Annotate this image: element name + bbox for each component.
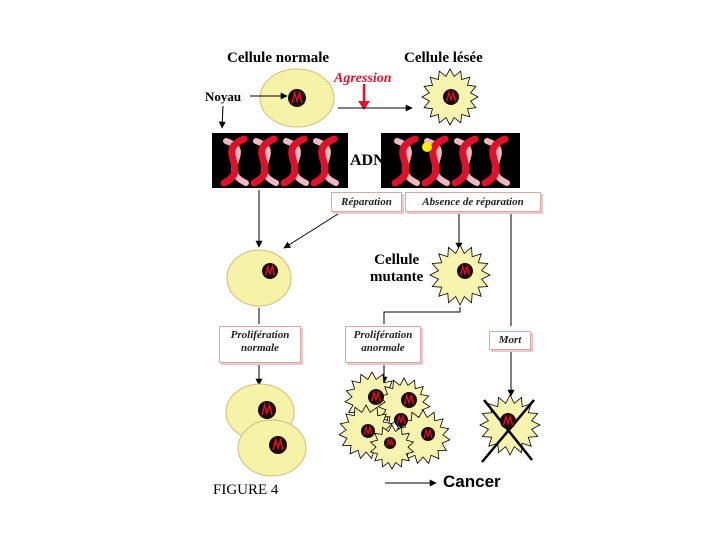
box-proliferation-anormale: Prolifération anormale xyxy=(345,326,421,363)
label-agression: Agression xyxy=(334,71,392,86)
nucleus-cancer-2 xyxy=(401,392,417,408)
dead-cell-cross-2 xyxy=(481,399,535,463)
label-proliferation-anormale-line2: anormale xyxy=(361,342,405,354)
label-cellule-normale: Cellule normale xyxy=(227,50,330,66)
nucleus-dead xyxy=(500,413,516,429)
nucleus-body xyxy=(361,424,375,438)
dna-strand-red xyxy=(481,135,509,187)
dna-panel-normal xyxy=(212,133,348,188)
dna-lesion-spot xyxy=(422,142,432,152)
nucleus-normal-middle xyxy=(262,263,278,279)
dna-panel-damaged xyxy=(381,133,520,188)
dna-strand-red xyxy=(421,135,449,187)
dna-strand-red xyxy=(220,135,248,187)
box-reparation: Réparation xyxy=(331,192,402,212)
label-adn: ADN xyxy=(350,152,385,169)
chromosome-glyph xyxy=(445,90,457,102)
nucleus-body xyxy=(262,263,278,279)
nucleus-body xyxy=(394,413,408,427)
chromosome-glyph xyxy=(403,393,415,405)
label-cellule-mutante-line1: Cellule xyxy=(374,252,420,268)
dna-strand-red xyxy=(310,135,338,187)
nucleus-cancer-1 xyxy=(368,389,384,405)
normal-cell-middle xyxy=(226,249,292,307)
label-noyau: Noyau xyxy=(205,89,242,104)
nucleus-body xyxy=(500,413,516,429)
label-cellule-mutante: Cellule mutante xyxy=(370,252,423,286)
chromosome-glyph xyxy=(396,413,406,425)
label-proliferation-anormale-line1: Prolifération xyxy=(353,329,413,341)
nucleus-body xyxy=(269,436,287,454)
dna-strand-red xyxy=(250,135,278,187)
nucleus-cancer-6 xyxy=(384,437,396,449)
nucleus-cancer-3 xyxy=(394,413,408,427)
label-reparation: Réparation xyxy=(341,196,392,208)
label-cellule-lesee: Cellule lésée xyxy=(404,50,483,66)
label-proliferation-normale-line1: Prolifération xyxy=(230,329,290,341)
nucleus-body xyxy=(421,427,435,441)
box-absence-reparation: Absence de réparation xyxy=(405,192,541,212)
nucleus-body xyxy=(258,401,276,419)
chromosome-glyph xyxy=(291,90,303,104)
chromosome-glyph xyxy=(502,414,514,426)
nucleus-damaged xyxy=(443,89,459,105)
label-mort: Mort xyxy=(498,334,522,346)
nucleus-body xyxy=(288,89,306,107)
box-mort: Mort xyxy=(489,331,531,350)
label-cellule-mutante-line2: mutante xyxy=(370,269,424,285)
dna-strand-red xyxy=(451,135,479,187)
chromosome-glyph xyxy=(272,437,284,451)
nucleus-body xyxy=(443,89,459,105)
nucleus-daughter-1 xyxy=(258,401,276,419)
chromosome-glyph xyxy=(370,390,382,402)
dna-strand-red xyxy=(280,135,308,187)
nucleus-cancer-4 xyxy=(361,424,375,438)
chromosome-glyph xyxy=(264,264,276,276)
nucleus-normal-top xyxy=(288,89,306,107)
chromosome-glyph xyxy=(386,437,394,447)
dna-strand-red xyxy=(391,135,419,187)
nucleus-body xyxy=(368,389,384,405)
nucleus-body xyxy=(457,263,473,279)
mutant-to-proliferation-line xyxy=(383,307,461,324)
chromosome-glyph xyxy=(261,402,273,416)
label-absence-reparation: Absence de réparation xyxy=(422,196,524,208)
noyau-to-dna-arrow xyxy=(218,105,226,129)
label-figure: FIGURE 4 xyxy=(213,482,279,498)
nucleus-daughter-2 xyxy=(269,436,287,454)
label-cancer: Cancer xyxy=(443,472,501,491)
chromosome-glyph xyxy=(459,264,471,276)
nucleus-body xyxy=(401,392,417,408)
reparation-arrow xyxy=(283,213,339,249)
chromosome-glyph xyxy=(423,427,433,439)
label-proliferation-normale-line2: normale xyxy=(241,342,279,354)
chromosome-glyph xyxy=(363,424,373,436)
nucleus-mutant xyxy=(457,263,473,279)
box-proliferation-normale: Prolifération normale xyxy=(219,326,301,363)
nucleus-cancer-5 xyxy=(421,427,435,441)
nucleus-body xyxy=(384,437,396,449)
